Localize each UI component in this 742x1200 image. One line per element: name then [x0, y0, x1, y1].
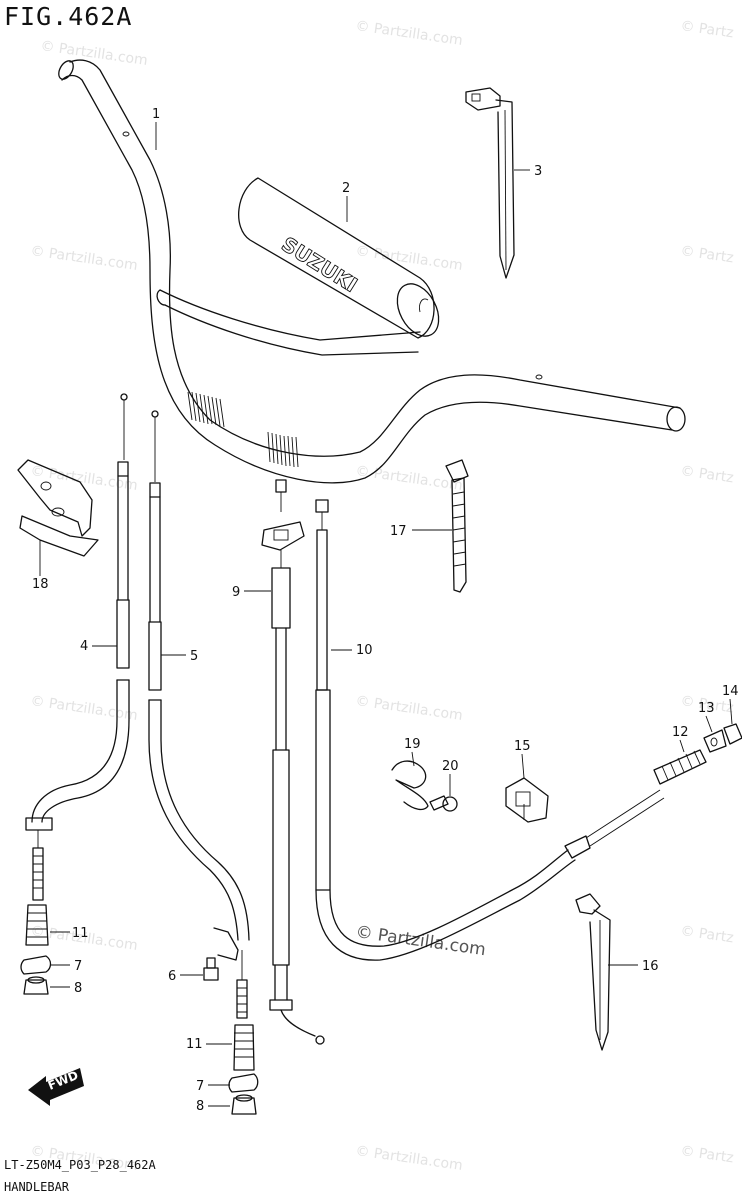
watermark: © Partz — [679, 693, 734, 716]
watermark: © Partz — [679, 243, 734, 266]
callout-7-lower: 7 — [196, 1079, 204, 1094]
part-clamp-tie[interactable] — [465, 87, 515, 279]
drawing-code: LT-Z50M4_P03_P28_462A — [4, 1158, 156, 1172]
section-name: HANDLEBAR — [4, 1180, 70, 1194]
callout-19: 19 — [404, 737, 421, 752]
callout-8-lower: 8 — [196, 1099, 204, 1114]
part-boot-11-left[interactable] — [25, 904, 49, 946]
callout-15: 15 — [514, 739, 531, 754]
part-nut-8-left[interactable] — [23, 976, 49, 995]
callout-9: 9 — [232, 585, 240, 600]
watermark: © Partzilla.com — [29, 243, 138, 274]
callout-16: 16 — [642, 959, 659, 974]
forward-direction-arrow: FWD — [28, 1068, 84, 1106]
part-cable-4[interactable] — [25, 393, 130, 901]
watermark: © Partzilla.com — [354, 693, 463, 724]
part-adjuster-7-left[interactable] — [20, 955, 52, 975]
part-boot-11-lower[interactable] — [233, 1024, 255, 1071]
part-strap-17[interactable] — [445, 459, 469, 593]
watermark: © Partz — [679, 18, 734, 41]
part-cable-10[interactable] — [315, 499, 665, 961]
part-clip-19[interactable] — [391, 760, 429, 811]
part-cable-5[interactable] — [148, 410, 250, 1019]
handlebar-knurl — [187, 391, 299, 468]
part-bolt-6[interactable] — [203, 957, 219, 981]
pad-brand-logo: SUZUKI — [277, 232, 361, 297]
callout-10: 10 — [356, 643, 373, 658]
watermark: © Partz — [679, 923, 734, 946]
part-screw-20[interactable] — [429, 795, 458, 812]
part-adjuster-12[interactable] — [653, 749, 707, 785]
watermark: © Partzilla.com — [354, 1143, 463, 1174]
part-cable-9[interactable] — [261, 479, 325, 1045]
part-nut-8-lower[interactable] — [231, 1094, 257, 1115]
callout-3: 3 — [534, 164, 542, 179]
watermark: © Partz — [679, 1143, 734, 1166]
part-nut-13[interactable] — [703, 729, 727, 753]
callout-11-lower: 11 — [186, 1037, 203, 1052]
callout-13: 13 — [698, 701, 715, 716]
part-clip-15[interactable] — [505, 777, 549, 823]
callout-18: 18 — [32, 577, 49, 592]
watermark: © Partzilla.com — [29, 693, 138, 724]
figure-title: FIG.462A — [4, 2, 133, 31]
watermarks: © Partzilla.com © Partzilla.com © Partz … — [29, 18, 734, 1174]
part-adjuster-7-lower[interactable] — [228, 1073, 259, 1093]
callout-1: 1 — [152, 107, 160, 122]
watermark: © Partz — [679, 463, 734, 486]
callout-11-left: 11 — [72, 926, 89, 941]
callout-2: 2 — [342, 181, 350, 196]
callout-20: 20 — [442, 759, 459, 774]
callout-14: 14 — [722, 684, 739, 699]
callout-17: 17 — [390, 524, 407, 539]
part-handlebar[interactable] — [56, 58, 686, 484]
watermark: © Partzilla.com — [354, 18, 463, 49]
callout-6: 6 — [168, 969, 176, 984]
part-nut-14[interactable] — [723, 723, 742, 745]
part-bracket-18[interactable] — [17, 459, 99, 557]
callout-12: 12 — [672, 725, 689, 740]
callout-5: 5 — [190, 649, 198, 664]
callout-4: 4 — [80, 639, 88, 654]
callout-8-left: 8 — [74, 981, 82, 996]
part-cable-tie-16[interactable] — [575, 893, 611, 1051]
callout-7-left: 7 — [74, 959, 82, 974]
